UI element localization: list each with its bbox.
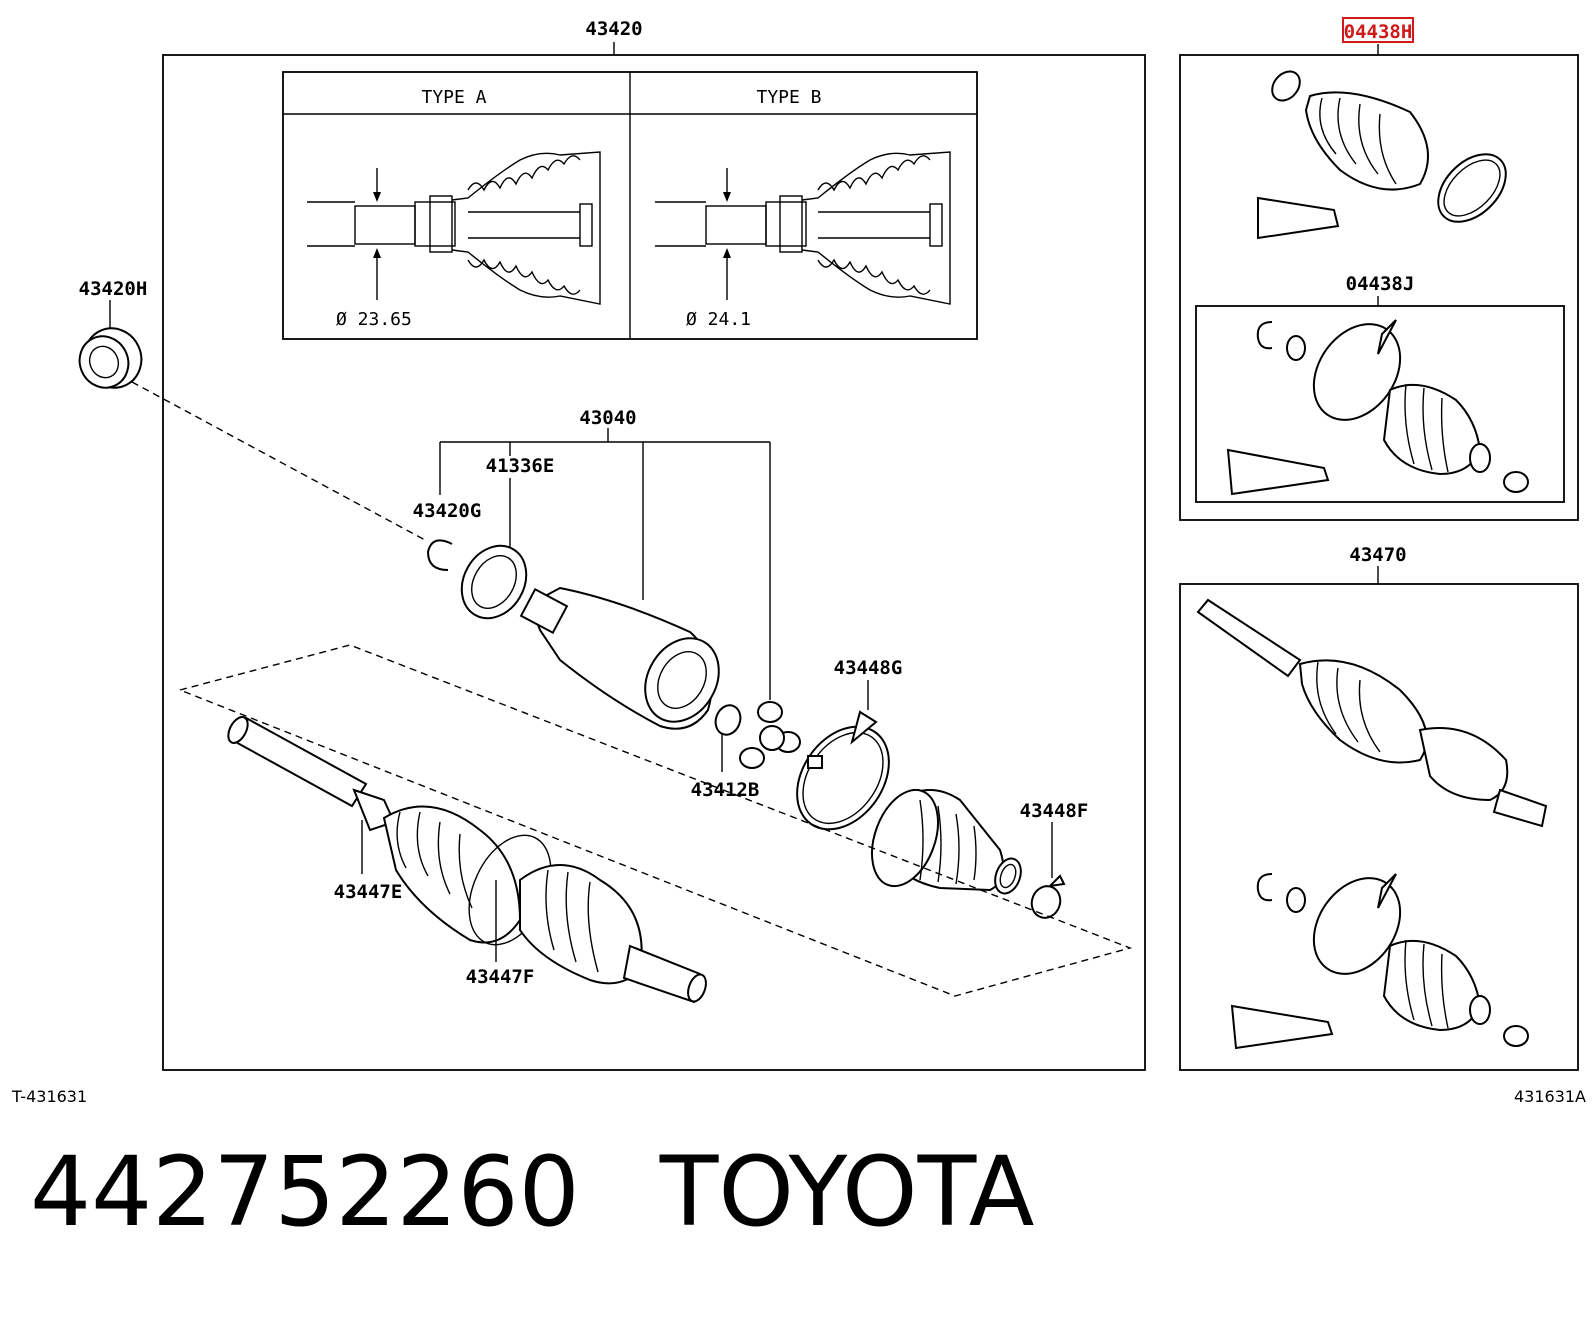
dust-seal-part[interactable] bbox=[449, 534, 539, 630]
type-a-title: TYPE A bbox=[421, 87, 486, 108]
highlight-box bbox=[1342, 17, 1414, 43]
brand-name: TOYOTA bbox=[659, 1136, 1035, 1248]
boot-kit-frame bbox=[1179, 54, 1579, 521]
label-43447F[interactable]: 43447F bbox=[466, 966, 535, 988]
small-snap-ring-part[interactable] bbox=[712, 702, 745, 738]
label-04438J[interactable]: 04438J bbox=[1346, 273, 1415, 295]
type-a-drawing: Ø 23.65 bbox=[307, 151, 601, 330]
shaft-assembly-right-part[interactable] bbox=[1196, 598, 1548, 828]
caption: 442752260 TOYOTA bbox=[30, 1132, 1034, 1252]
type-b-drawing: Ø 24.1 bbox=[655, 151, 951, 330]
label-43420G[interactable]: 43420G bbox=[413, 500, 482, 522]
drive-shaft-assembly[interactable] bbox=[224, 714, 709, 1004]
small-clamp-part[interactable] bbox=[1027, 874, 1066, 922]
label-43040[interactable]: 43040 bbox=[579, 407, 636, 429]
group-boundary bbox=[177, 644, 1133, 997]
label-43447E[interactable]: 43447E bbox=[334, 881, 403, 903]
boot-kit-outer-parts[interactable] bbox=[1257, 66, 1519, 240]
label-43448G[interactable]: 43448G bbox=[834, 657, 903, 679]
label-43470[interactable]: 43470 bbox=[1349, 544, 1406, 566]
tripod-part[interactable] bbox=[739, 701, 801, 769]
shaft-assembly-frame bbox=[1179, 583, 1579, 1071]
label-04438H[interactable]: 04438H bbox=[1344, 21, 1413, 43]
shaft-assembly-kit-parts[interactable] bbox=[1230, 862, 1529, 1050]
type-a-dimension: Ø 23.65 bbox=[336, 309, 412, 330]
large-clamp-part[interactable] bbox=[778, 709, 908, 847]
label-43448F[interactable]: 43448F bbox=[1020, 800, 1089, 822]
reference-left: T-431631 bbox=[11, 1087, 87, 1106]
part-number: 442752260 bbox=[30, 1136, 580, 1248]
seal-part[interactable] bbox=[71, 319, 151, 397]
main-frame bbox=[162, 54, 1146, 1071]
type-b-title: TYPE B bbox=[756, 87, 821, 108]
label-41336E[interactable]: 41336E bbox=[486, 455, 555, 477]
reference-right: 431631A bbox=[1514, 1087, 1586, 1106]
outer-joint-housing[interactable] bbox=[519, 586, 733, 735]
inner-boot-part[interactable] bbox=[860, 781, 1026, 897]
type-b-dimension: Ø 24.1 bbox=[686, 309, 751, 330]
boot-kit-inner-frame bbox=[1195, 305, 1565, 503]
label-43420[interactable]: 43420 bbox=[585, 18, 642, 40]
boot-kit-inner-parts[interactable] bbox=[1226, 308, 1529, 496]
label-43420H[interactable]: 43420H bbox=[79, 278, 148, 300]
type-inset: TYPE A TYPE B Ø 23.65 bbox=[282, 71, 978, 340]
snap-ring-part[interactable] bbox=[426, 539, 453, 571]
